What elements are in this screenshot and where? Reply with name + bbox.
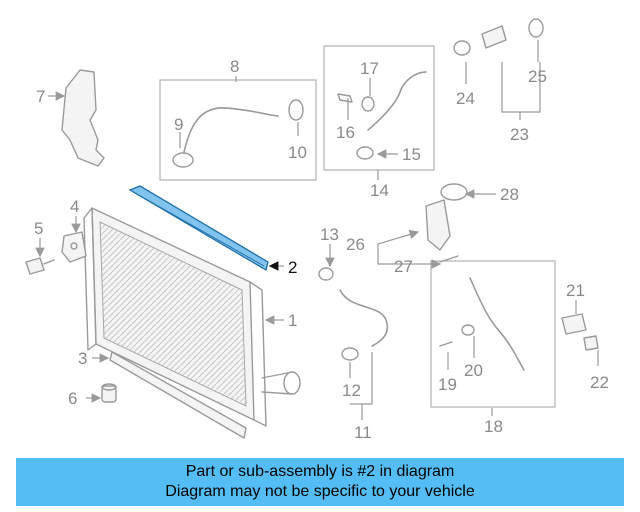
callout-1: 1 — [288, 311, 297, 330]
hose-parts-24-25 — [453, 18, 544, 56]
grommet — [101, 383, 117, 403]
callout-5: 5 — [34, 219, 43, 238]
callout-13: 13 — [320, 225, 339, 244]
callout-14: 14 — [370, 181, 389, 200]
sensor-parts-21-22 — [561, 313, 599, 351]
callout-6: 6 — [68, 389, 77, 408]
banner-line-1: Part or sub-assembly is #2 in diagram — [185, 463, 455, 480]
pipe-group-14 — [337, 71, 427, 160]
air-guide — [61, 69, 105, 167]
callout-19: 19 — [438, 375, 457, 394]
callout-15: 15 — [402, 145, 421, 164]
callout-7: 7 — [36, 87, 45, 106]
leader-lines — [35, 40, 599, 420]
group-box-14 — [323, 45, 435, 171]
callout-22: 22 — [590, 373, 609, 392]
callout-16: 16 — [336, 123, 355, 142]
parts-diagram: 1 2 3 4 5 6 7 8 9 10 11 12 13 14 15 16 1… — [25, 18, 609, 442]
callout-18: 18 — [484, 417, 503, 436]
pipe-group-18 — [439, 277, 525, 371]
banner-line-2: Diagram may not be specific to your vehi… — [165, 483, 475, 500]
hose-group-8 — [172, 99, 304, 168]
seal-strip-part-2 — [128, 185, 269, 272]
callout-17: 17 — [360, 59, 379, 78]
callout-3: 3 — [78, 349, 87, 368]
bracket — [61, 231, 87, 263]
bolt-5 — [25, 257, 55, 275]
callout-8: 8 — [230, 57, 239, 76]
callout-28: 28 — [500, 185, 519, 204]
intercooler — [83, 207, 301, 427]
callout-21: 21 — [566, 281, 585, 300]
callout-24: 24 — [456, 89, 475, 108]
callout-23: 23 — [510, 125, 529, 144]
group-box-8 — [159, 79, 317, 181]
callout-27: 27 — [394, 257, 413, 276]
callout-25: 25 — [528, 67, 547, 86]
callout-9: 9 — [174, 115, 183, 134]
callout-11: 11 — [354, 423, 372, 442]
callout-4: 4 — [70, 197, 79, 216]
group-box-18 — [430, 260, 556, 408]
callout-26: 26 — [346, 235, 365, 254]
lower-strip — [109, 351, 247, 439]
callout-10: 10 — [288, 143, 307, 162]
callout-2: 2 — [288, 258, 297, 277]
hose-parts-26-27-28 — [425, 183, 468, 263]
info-banner: Part or sub-assembly is #2 in diagram Di… — [16, 458, 624, 506]
hose-group-11 — [318, 267, 388, 361]
callout-20: 20 — [464, 361, 483, 380]
callout-12: 12 — [342, 381, 361, 400]
